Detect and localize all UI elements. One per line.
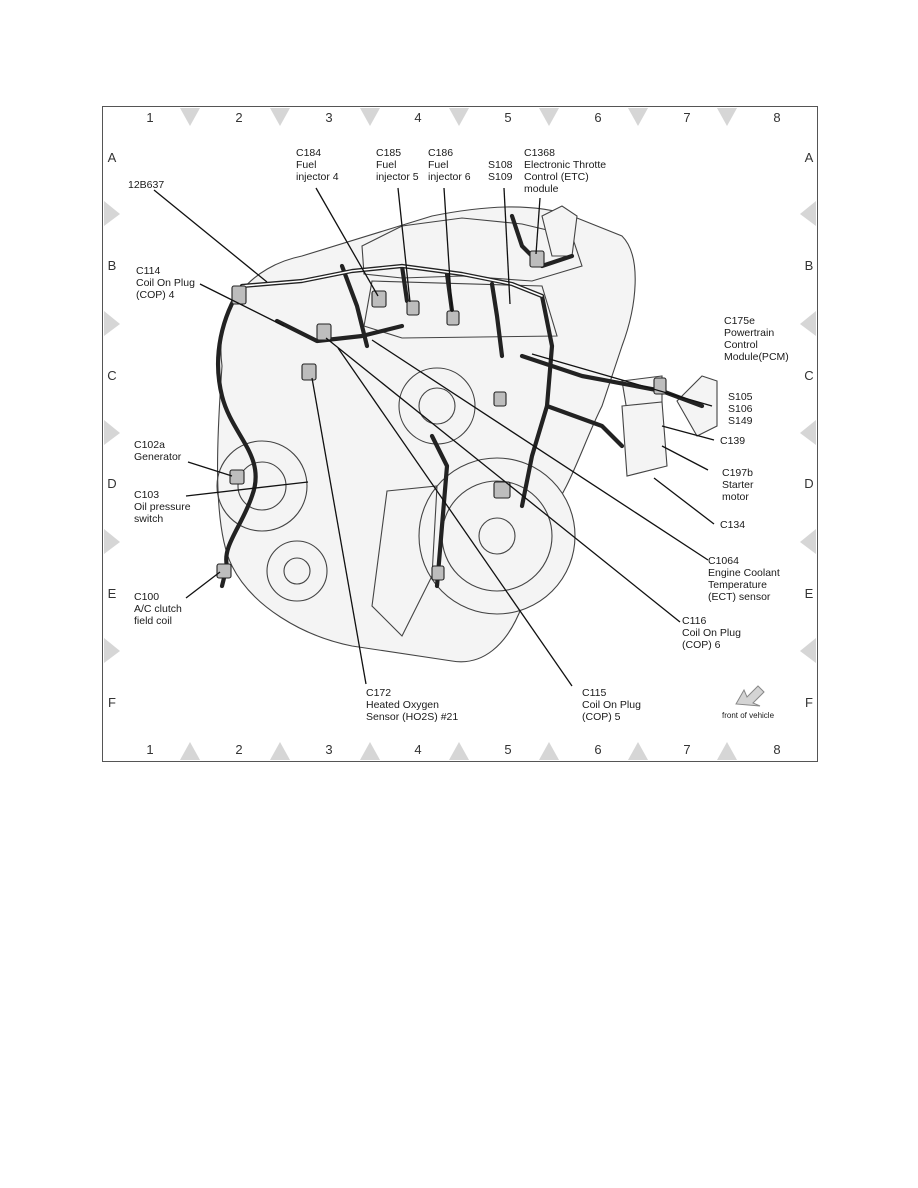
leader-s105 [531,353,713,407]
label-c139: C139 [720,435,745,447]
grid-row-c-left: C [107,368,116,383]
grid-row-a-right: A [805,150,814,165]
leader-c102a [187,461,233,477]
label-c134: C134 [720,519,745,531]
grid-col-7-top: 7 [683,110,690,125]
grid-col-4-bottom: 4 [414,742,421,757]
grid-col-1-bottom: 1 [146,742,153,757]
grid-col-5-top: 5 [504,110,511,125]
grid-row-d-right: D [804,476,813,491]
label-12b637: 12B637 [128,179,164,191]
grid-columns-top: 1 2 3 4 5 6 7 8 [146,110,780,125]
front-arrow-icon [735,685,765,707]
leader-lines [153,187,715,687]
grid-row-e-left: E [108,586,117,601]
leader-c186 [443,187,453,313]
leader-c116 [325,337,681,623]
grid-row-e-right: E [805,586,814,601]
grid-col-1-top: 1 [146,110,153,125]
front-of-vehicle-label: front of vehicle [722,711,775,720]
grid-col-5-bottom: 5 [504,742,511,757]
grid-row-f-right: F [805,695,813,710]
grid-col-8-bottom: 8 [773,742,780,757]
grid-col-2-bottom: 2 [235,742,242,757]
grid-zone-markers [104,108,816,760]
leader-c103 [185,481,309,497]
grid-col-3-top: 3 [325,110,332,125]
grid-col-3-bottom: 3 [325,742,332,757]
grid-col-4-top: 4 [414,110,421,125]
leader-c114 [199,283,285,327]
grid-rows-left: A B C D E F [107,150,116,710]
leader-c100 [185,571,221,599]
leader-c197b [661,445,709,471]
grid-columns-bottom: 1 2 3 4 5 6 7 8 [146,742,780,757]
leader-c185 [397,187,411,303]
grid-row-b-right: B [805,258,814,273]
leader-c184 [315,187,379,297]
engine-harness-diagram: 1 2 3 4 5 6 7 8 1 2 3 4 5 6 7 8 A B C D … [102,106,818,762]
leader-12b637 [153,189,268,283]
leader-c1368 [535,197,541,255]
engine-illustration [216,205,718,663]
grid-row-f-left: F [108,695,116,710]
grid-col-6-top: 6 [594,110,601,125]
grid-col-6-bottom: 6 [594,742,601,757]
leader-c134 [653,477,715,525]
grid-col-8-top: 8 [773,110,780,125]
leader-c115 [337,347,573,687]
wiring-harness [215,213,705,589]
grid-row-b-left: B [108,258,117,273]
leader-c1064 [371,339,709,561]
grid-rows-right: A B C D E F [804,150,813,710]
grid-row-c-right: C [804,368,813,383]
front-of-vehicle-indicator: front of vehicle [722,685,775,720]
leader-c172 [311,377,367,685]
grid-row-d-left: D [107,476,116,491]
grid-row-a-left: A [108,150,117,165]
grid-col-2-top: 2 [235,110,242,125]
leader-c139 [661,425,715,441]
leader-s108 [503,187,511,305]
grid-col-7-bottom: 7 [683,742,690,757]
